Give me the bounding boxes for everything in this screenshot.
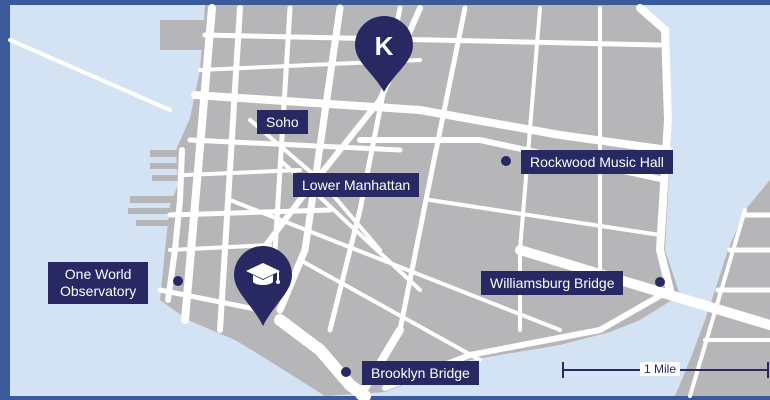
label-one-world-observatory: One World Observatory xyxy=(48,262,149,304)
label-one-world-line1: One World xyxy=(64,266,132,282)
one-world-marker-dot[interactable] xyxy=(173,276,183,286)
pier xyxy=(128,208,173,214)
label-one-world-line2: Observatory xyxy=(60,283,137,299)
pier xyxy=(130,196,175,203)
k-logo-icon: K xyxy=(375,31,394,61)
label-lower-manhattan: Lower Manhattan xyxy=(293,173,420,197)
pier xyxy=(150,163,182,169)
pier xyxy=(136,220,174,226)
school-location-pin[interactable] xyxy=(232,244,294,328)
scale-label: 1 Mile xyxy=(640,362,681,376)
williamsburg-marker-dot[interactable] xyxy=(655,277,665,287)
pier xyxy=(152,175,182,181)
rockwood-marker-dot[interactable] xyxy=(501,156,511,166)
label-rockwood-music-hall: Rockwood Music Hall xyxy=(521,150,673,174)
pier xyxy=(150,150,182,157)
label-soho: Soho xyxy=(257,110,308,134)
label-williamsburg-bridge: Williamsburg Bridge xyxy=(481,271,624,295)
k-location-pin[interactable]: K xyxy=(353,14,415,94)
graduation-cap-icon xyxy=(246,263,280,285)
label-brooklyn-bridge: Brooklyn Bridge xyxy=(362,361,479,385)
pier xyxy=(160,20,205,50)
brooklyn-bridge-marker-dot[interactable] xyxy=(341,367,351,377)
